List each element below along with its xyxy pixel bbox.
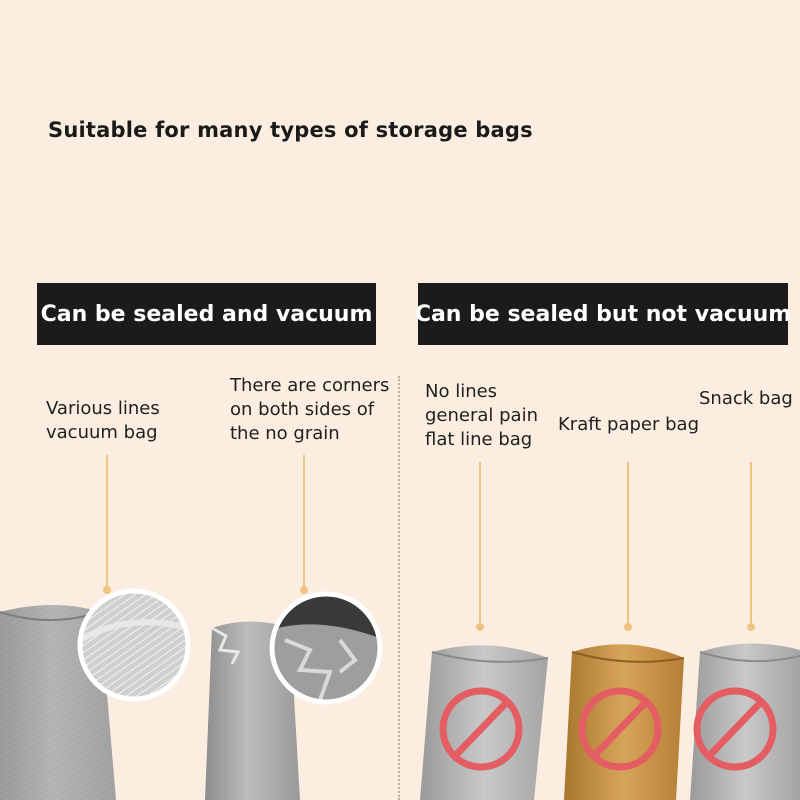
label-line: vacuum bag [46, 422, 158, 443]
label-line: the no grain [230, 423, 340, 444]
pointer-line [476, 462, 484, 631]
label-line: Various lines [46, 398, 160, 419]
prohibition-icon [578, 687, 662, 771]
label-line: There are corners [230, 375, 390, 396]
pointer-line [103, 455, 111, 594]
magnifier-icon [269, 591, 383, 705]
label-line: on both sides of [230, 399, 375, 420]
label-line: flat line bag [425, 429, 533, 450]
headline: Suitable for many types of storage bags [48, 118, 533, 142]
label-various-lines-bag: Various lines vacuum bag [46, 397, 160, 445]
pointer-line [300, 455, 308, 594]
label-kraft-paper-bag: Kraft paper bag [558, 413, 699, 437]
prohibition-icon [693, 687, 777, 771]
label-line: general pain [425, 405, 539, 426]
magnifier-icon [77, 588, 191, 702]
pointer-line [624, 462, 632, 631]
label-corners-bag: There are corners on both sides of the n… [230, 374, 389, 446]
label-line: Kraft paper bag [558, 414, 699, 435]
label-line: No lines [425, 381, 498, 402]
section-divider [398, 376, 400, 800]
label-flat-line-bag: No lines general pain flat line bag [425, 380, 538, 452]
pointer-line [747, 462, 755, 631]
banner-sealed-not-vacuum: Can be sealed but not vacuum [415, 283, 791, 345]
label-line: Snack bag [699, 388, 793, 409]
prohibition-icon [439, 687, 523, 771]
banner-sealed-and-vacuum: Can be sealed and vacuum [37, 283, 376, 345]
label-snack-bag: Snack bag [699, 387, 793, 411]
